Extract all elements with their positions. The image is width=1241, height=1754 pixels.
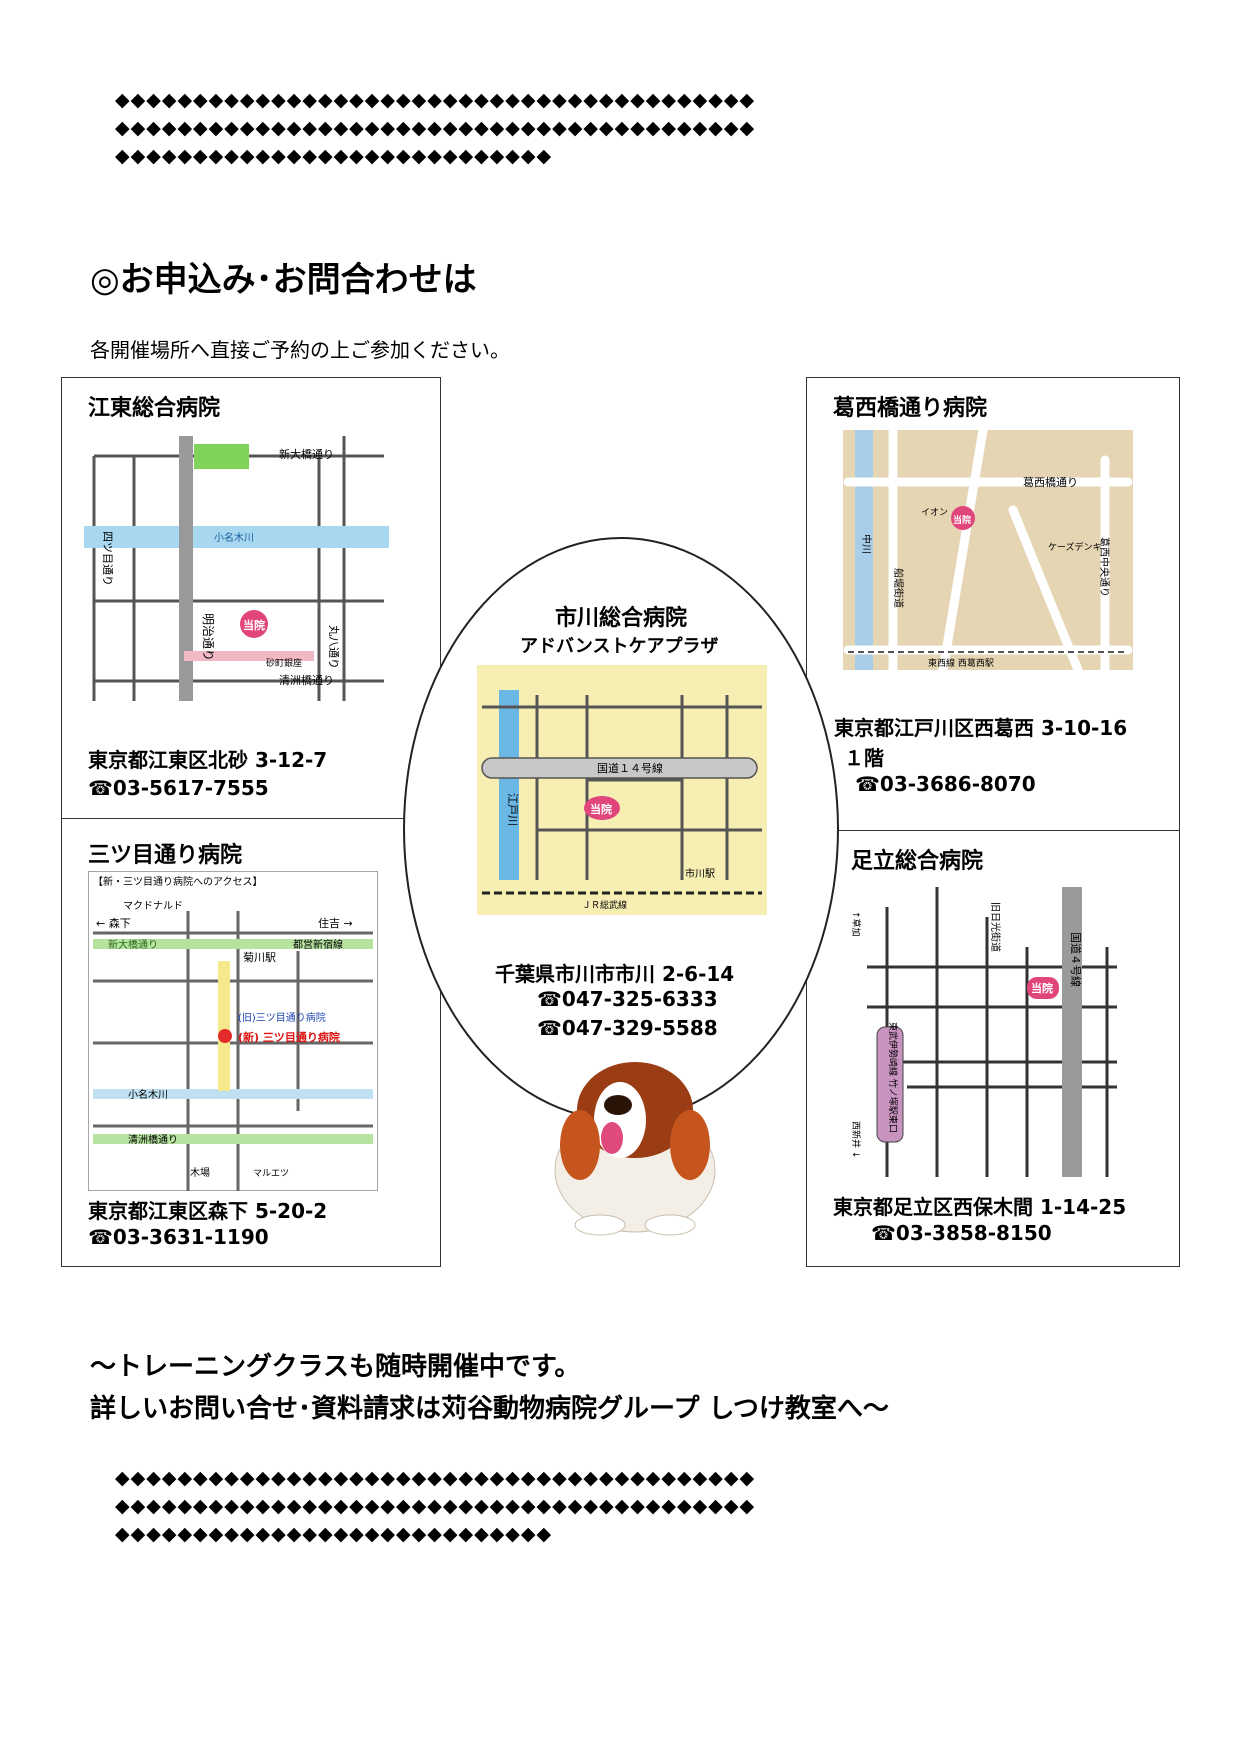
mitsume-hospital-name: 三ツ目通り病院 bbox=[88, 843, 243, 868]
adachi-hospital-card: 足立総合病院 当院 国道４号線 旧日光街道 東武伊勢崎線 竹ノ塚駅東口 ↑草加 … bbox=[806, 830, 1180, 1267]
koto-address: 東京都江東区北砂 3-12-7 bbox=[88, 748, 328, 772]
diamond-divider-bottom-3: ◆◆◆◆◆◆◆◆◆◆◆◆◆◆◆◆◆◆◆◆◆◆◆◆◆◆◆◆ bbox=[115, 1523, 553, 1545]
mitsume-map-old: (旧)三ツ目通り病院 bbox=[238, 1011, 326, 1024]
koto-map-shin-ohashi: 新大橋通り bbox=[279, 447, 334, 461]
adachi-map-nikko: 旧日光街道 bbox=[989, 902, 1002, 952]
closing-line-1: ～トレーニングクラスも随時開催中です。 bbox=[90, 1352, 581, 1382]
diamond-divider-bottom-1: ◆◆◆◆◆◆◆◆◆◆◆◆◆◆◆◆◆◆◆◆◆◆◆◆◆◆◆◆◆◆◆◆◆◆◆◆◆◆◆◆… bbox=[115, 1467, 756, 1489]
adachi-phone: ☎03-3858-8150 bbox=[871, 1221, 1052, 1245]
koto-map-onagi: 小名木川 bbox=[214, 531, 254, 544]
ichikawa-phone-1: ☎047-325-6333 bbox=[537, 987, 718, 1011]
koto-map: 当院 新大橋通り 小名木川 砂町銀座 清洲橋通り 四ツ目通り 明治通り 丸八通り bbox=[84, 426, 419, 701]
mitsume-map-sumiyoshi: 住吉 → bbox=[318, 916, 353, 930]
koto-map-yotsume: 四ツ目通り bbox=[101, 531, 114, 586]
adachi-hospital-name: 足立総合病院 bbox=[851, 849, 984, 874]
koto-hospital-card: 江東総合病院 当院 新大橋通り 小名木川 砂町銀座 清洲橋通り 四ツ目通り 明治… bbox=[61, 377, 441, 819]
koto-map-maruhachi: 丸八通り bbox=[327, 625, 340, 669]
ichikawa-map: 当院 国道１４号線 江戸川 市川駅 ＪＲ総武線 bbox=[477, 665, 767, 919]
koto-hospital-name: 江東総合病院 bbox=[88, 396, 221, 421]
adachi-address: 東京都足立区西保木間 1-14-25 bbox=[833, 1195, 1127, 1219]
kasai-map: 当院 葛西橋通り 中川 船堀街道 葛西中央通り イオン ケーズデンキ 東西線 西… bbox=[843, 430, 1133, 670]
adachi-map-tobu: 東武伊勢崎線 竹ノ塚駅東口 bbox=[887, 1022, 899, 1133]
ichikawa-hospital-name: 市川総合病院 bbox=[555, 606, 688, 631]
mitsume-phone: ☎03-3631-1190 bbox=[88, 1225, 269, 1249]
kasai-hospital-card: 葛西橋通り病院 当院 葛西橋通り 中川 船堀街道 葛西中央通り イオン ケーズデ… bbox=[806, 377, 1180, 831]
mitsume-map-new: (新) 三ツ目通り病院 bbox=[238, 1030, 340, 1044]
mitsume-map-kiba: 木場 bbox=[190, 1166, 210, 1179]
kasai-hospital-name: 葛西橋通り病院 bbox=[833, 396, 988, 421]
ichikawa-map-station: 市川駅 bbox=[685, 867, 715, 880]
kasai-map-aeon: イオン bbox=[921, 507, 948, 518]
ichikawa-hospital-subname: アドバンストケアプラザ bbox=[520, 636, 719, 657]
ichikawa-map-here-label: 当院 bbox=[590, 802, 612, 816]
ichikawa-address: 千葉県市川市市川 2-6-14 bbox=[495, 962, 735, 986]
mitsume-map-kiyosumi: 清洲橋通り bbox=[128, 1133, 178, 1146]
mitsume-map-kikukawa: 菊川駅 bbox=[243, 951, 276, 964]
adachi-map-soka: ↑草加 bbox=[850, 911, 862, 937]
kasai-map-nakagawa: 中川 bbox=[860, 534, 873, 554]
kasai-map-kasaibashi: 葛西橋通り bbox=[1023, 475, 1078, 489]
adachi-map-nishiarai: 西新井 ↓ bbox=[850, 1121, 862, 1158]
diamond-divider-bottom-2: ◆◆◆◆◆◆◆◆◆◆◆◆◆◆◆◆◆◆◆◆◆◆◆◆◆◆◆◆◆◆◆◆◆◆◆◆◆◆◆◆… bbox=[115, 1495, 756, 1517]
diamond-divider-top-1: ◆◆◆◆◆◆◆◆◆◆◆◆◆◆◆◆◆◆◆◆◆◆◆◆◆◆◆◆◆◆◆◆◆◆◆◆◆◆◆◆… bbox=[115, 89, 756, 111]
mitsume-map-mcdonalds: マクドナルド bbox=[123, 900, 183, 912]
dog-illustration bbox=[540, 1050, 730, 1244]
kasai-map-tozai: 東西線 西葛西駅 bbox=[928, 657, 994, 669]
diamond-divider-top-3: ◆◆◆◆◆◆◆◆◆◆◆◆◆◆◆◆◆◆◆◆◆◆◆◆◆◆◆◆ bbox=[115, 145, 553, 167]
adachi-map-route4: 国道４号線 bbox=[1069, 932, 1083, 987]
kasai-floor: １階 bbox=[844, 746, 884, 770]
mitsume-map-onagi: 小名木川 bbox=[128, 1088, 168, 1101]
koto-map-meiji: 明治通り bbox=[201, 613, 215, 661]
mitsume-map-toei: 都営新宿線 bbox=[293, 938, 343, 951]
mitsume-map-header: 【新・三ツ目通り病院へのアクセス】 bbox=[93, 875, 263, 888]
koto-map-sunamachi: 砂町銀座 bbox=[266, 657, 302, 669]
intro-text: 各開催場所へ直接ご予約の上ご参加ください。 bbox=[90, 338, 510, 362]
adachi-map: 当院 国道４号線 旧日光街道 東武伊勢崎線 竹ノ塚駅東口 ↑草加 西新井 ↓ bbox=[847, 887, 1132, 1177]
contact-heading: ◎お申込み･お問合わせは bbox=[90, 260, 477, 300]
kasai-address: 東京都江戸川区西葛西 3-10-16 bbox=[834, 716, 1128, 740]
ichikawa-map-edogawa: 江戸川 bbox=[506, 793, 519, 826]
kasai-phone: ☎03-3686-8070 bbox=[855, 772, 1036, 796]
kasai-map-funabori: 船堀街道 bbox=[892, 568, 905, 608]
mitsume-address: 東京都江東区森下 5-20-2 bbox=[88, 1199, 328, 1223]
adachi-map-here-label: 当院 bbox=[1031, 981, 1053, 995]
mitsume-map-maruetsu: マルエツ bbox=[253, 1169, 289, 1179]
kasai-map-ks: ケーズデンキ bbox=[1048, 541, 1102, 553]
ichikawa-map-route14: 国道１４号線 bbox=[597, 761, 663, 775]
diamond-divider-top-2: ◆◆◆◆◆◆◆◆◆◆◆◆◆◆◆◆◆◆◆◆◆◆◆◆◆◆◆◆◆◆◆◆◆◆◆◆◆◆◆◆… bbox=[115, 117, 756, 139]
mitsume-map-morishita: ← 森下 bbox=[96, 916, 131, 930]
koto-map-kiyosumi: 清洲橋通り bbox=[279, 673, 334, 687]
ichikawa-map-jr: ＪＲ総武線 bbox=[582, 899, 627, 911]
ichikawa-phone-2: ☎047-329-5588 bbox=[537, 1016, 718, 1040]
mitsume-map: 【新・三ツ目通り病院へのアクセス】 マクドナルド ← 森下 住吉 → 新大橋通り… bbox=[88, 871, 378, 1191]
mitsume-hospital-card: 三ツ目通り病院 【新・三ツ目通り病院へのアクセス】 マクドナルド ← 森下 住吉… bbox=[61, 818, 441, 1267]
koto-phone: ☎03-5617-7555 bbox=[88, 776, 269, 800]
closing-line-2: 詳しいお問い合せ･資料請求は苅谷動物病院グループ しつけ教室へ～ bbox=[90, 1394, 889, 1424]
kasai-map-kasai-chuo: 葛西中央通り bbox=[1098, 537, 1111, 597]
mitsume-map-shin-ohashi: 新大橋通り bbox=[108, 938, 158, 951]
kasai-map-here-label: 当院 bbox=[953, 514, 971, 526]
koto-map-here-label: 当院 bbox=[243, 618, 265, 632]
